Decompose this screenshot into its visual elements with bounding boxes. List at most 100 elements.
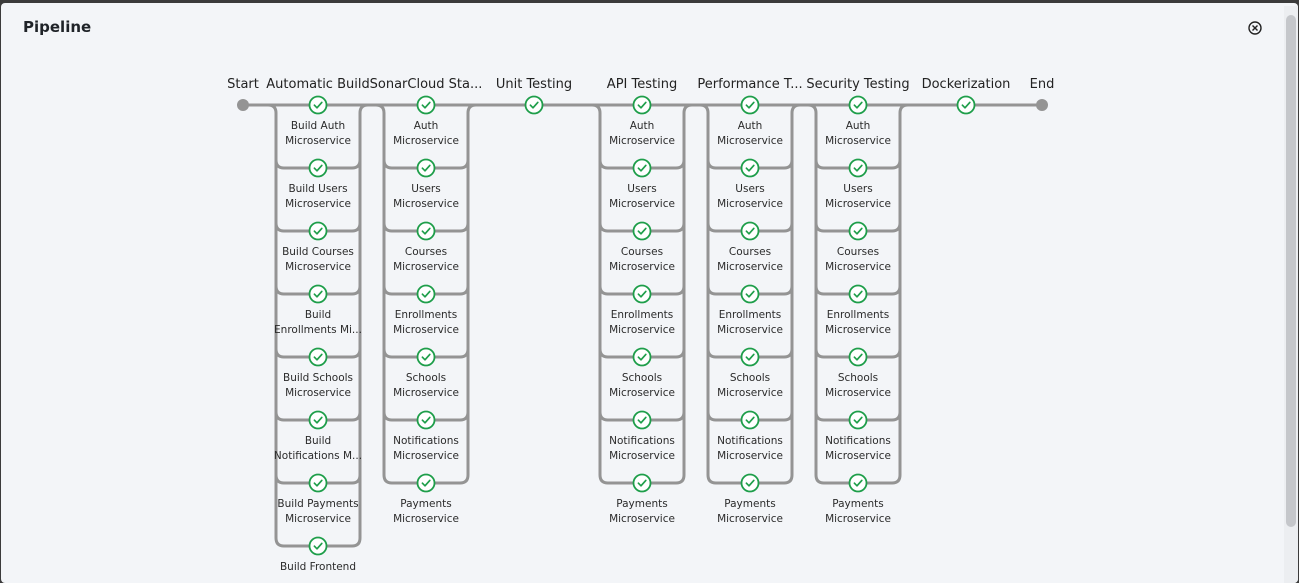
stage-6-check-icon <box>853 101 863 109</box>
step-check-icon <box>313 290 323 298</box>
step-status[interactable] <box>740 410 760 430</box>
step-label: Auth <box>846 120 871 132</box>
start-node <box>237 99 249 111</box>
step-status[interactable] <box>740 158 760 178</box>
step-status[interactable] <box>308 347 328 367</box>
step-label: Microservice <box>393 513 459 525</box>
step-label: Users <box>411 183 440 195</box>
step-check-icon <box>745 416 755 424</box>
step-label: Microservice <box>393 324 459 336</box>
step-label: Notifications <box>609 435 675 447</box>
step-status[interactable] <box>308 158 328 178</box>
step-label: Users <box>843 183 872 195</box>
step-label: Microservice <box>717 135 783 147</box>
step-status[interactable] <box>848 284 868 304</box>
step-status[interactable] <box>632 221 652 241</box>
stage-2-status[interactable] <box>416 95 436 115</box>
stage-6-status[interactable] <box>848 95 868 115</box>
step-label: Schools <box>622 372 662 384</box>
step-label: Microservice <box>609 135 675 147</box>
step-check-icon <box>313 479 323 487</box>
step-label: Microservice <box>285 261 351 273</box>
step-label: Schools <box>838 372 878 384</box>
step-status[interactable] <box>848 347 868 367</box>
step-status[interactable] <box>308 221 328 241</box>
step-check-icon <box>313 542 323 550</box>
step-label: Microservice <box>609 450 675 462</box>
step-label: Microservice <box>393 450 459 462</box>
step-label: Courses <box>621 246 663 258</box>
step-check-icon <box>313 164 323 172</box>
step-status[interactable] <box>848 158 868 178</box>
step-label: Microservice <box>717 450 783 462</box>
step-label: Enrollments <box>719 309 782 321</box>
stage-4-status[interactable] <box>632 95 652 115</box>
step-status[interactable] <box>308 536 328 556</box>
step-label: Microservice <box>609 513 675 525</box>
step-status[interactable] <box>416 473 436 493</box>
stage-label-7: Dockerization <box>922 77 1011 92</box>
step-check-icon <box>637 479 647 487</box>
end-label: End <box>1030 77 1055 92</box>
step-label: Microservice <box>393 135 459 147</box>
step-label: Microservice <box>717 324 783 336</box>
step-status[interactable] <box>848 473 868 493</box>
step-label: Auth <box>738 120 763 132</box>
step-label: Users <box>627 183 656 195</box>
step-check-icon <box>853 290 863 298</box>
stage-7-status[interactable] <box>956 95 976 115</box>
step-status[interactable] <box>416 158 436 178</box>
step-check-icon <box>313 227 323 235</box>
modal-title: Pipeline <box>23 18 92 36</box>
step-label: Enrollments Mi... <box>274 324 362 336</box>
step-label: Microservice <box>717 513 783 525</box>
step-status[interactable] <box>632 410 652 430</box>
step-status[interactable] <box>632 473 652 493</box>
step-status[interactable] <box>848 410 868 430</box>
step-status[interactable] <box>308 410 328 430</box>
step-label: Microservice <box>285 198 351 210</box>
scrollbar-thumb[interactable] <box>1286 15 1296 527</box>
step-check-icon <box>313 353 323 361</box>
step-check-icon <box>853 479 863 487</box>
step-status[interactable] <box>416 410 436 430</box>
step-status[interactable] <box>848 221 868 241</box>
step-status[interactable] <box>740 284 760 304</box>
step-label: Microservice <box>825 198 891 210</box>
stage-3-status[interactable] <box>524 95 544 115</box>
step-label: Microservice <box>717 387 783 399</box>
step-check-icon <box>421 290 431 298</box>
stage-1-status[interactable] <box>308 95 328 115</box>
step-status[interactable] <box>308 473 328 493</box>
step-label: Microservice <box>825 387 891 399</box>
step-status[interactable] <box>632 347 652 367</box>
step-label: Notifications <box>825 435 891 447</box>
step-check-icon <box>421 353 431 361</box>
step-label: Courses <box>405 246 447 258</box>
step-label: Schools <box>730 372 770 384</box>
step-status[interactable] <box>416 221 436 241</box>
step-status[interactable] <box>308 284 328 304</box>
step-label: Microservice <box>609 387 675 399</box>
step-check-icon <box>637 290 647 298</box>
step-label: Users <box>735 183 764 195</box>
step-status[interactable] <box>740 221 760 241</box>
step-label: Microservice <box>717 261 783 273</box>
step-label: Payments <box>400 498 451 510</box>
step-status[interactable] <box>740 473 760 493</box>
end-node <box>1036 99 1048 111</box>
stage-4-check-icon <box>637 101 647 109</box>
step-label: Microservice <box>393 261 459 273</box>
step-status[interactable] <box>632 284 652 304</box>
close-icon[interactable] <box>1246 19 1264 37</box>
start-label: Start <box>227 77 259 92</box>
step-status[interactable] <box>416 284 436 304</box>
stage-5-status[interactable] <box>740 95 760 115</box>
step-label: Payments <box>724 498 775 510</box>
step-status[interactable] <box>740 347 760 367</box>
step-label: Microservice <box>285 387 351 399</box>
step-check-icon <box>637 416 647 424</box>
step-status[interactable] <box>416 347 436 367</box>
step-label: Microservice <box>825 324 891 336</box>
step-status[interactable] <box>632 158 652 178</box>
